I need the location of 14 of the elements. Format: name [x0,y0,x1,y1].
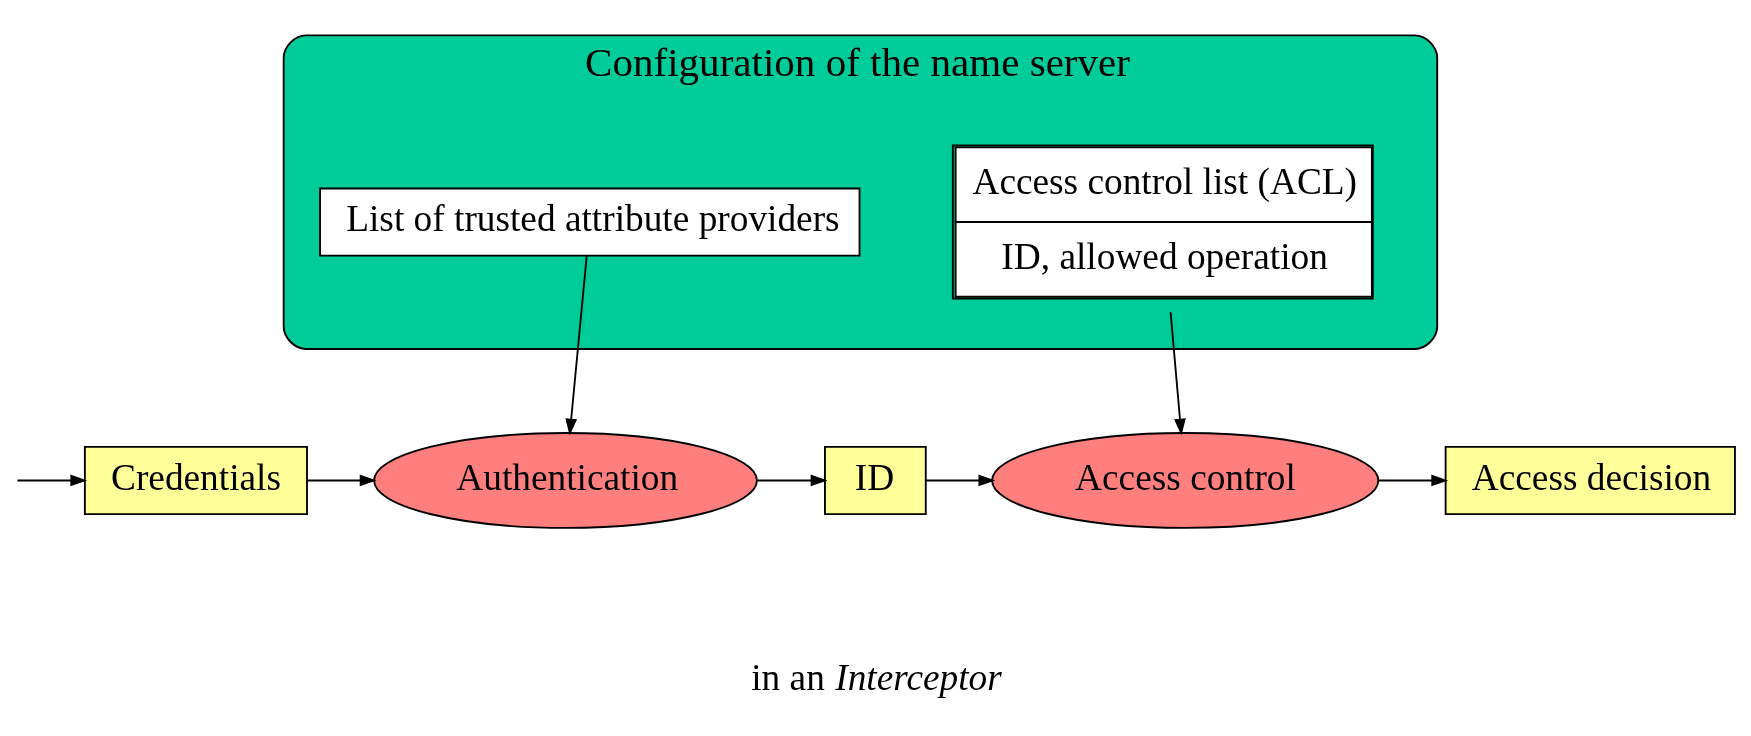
node-box: Access decision [1444,445,1736,515]
node-ellipse: Authentication [373,431,758,529]
label: in an Interceptor [751,656,1002,698]
arrow [1377,474,1449,486]
arrow [1169,310,1186,435]
arrow [306,474,377,486]
arrow [925,474,996,486]
arrow [565,254,588,435]
node-box: Credentials [83,445,308,515]
arrow [16,474,88,486]
node-box: List of trusted attribute providers [319,187,861,257]
node-ellipse: Access control [991,431,1380,529]
arrow [756,474,828,486]
node-box: ID [824,445,927,515]
